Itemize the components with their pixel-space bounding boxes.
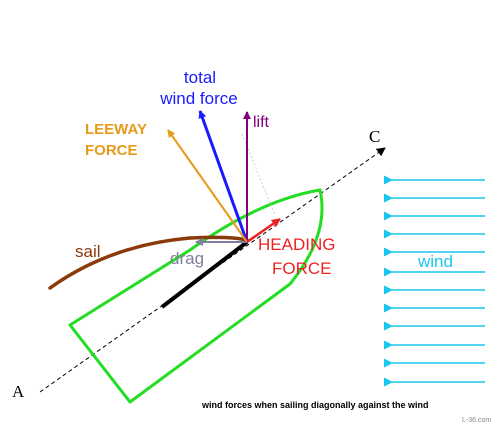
boat-hull [68, 188, 324, 404]
leeway-force-label-2: FORCE [85, 142, 138, 159]
force-projection-line [241, 133, 276, 216]
total-wind-force-arrow [198, 110, 249, 243]
leeway-force-label: LEEWAY [85, 121, 147, 138]
caption: wind forces when sailing diagonally agai… [201, 400, 429, 410]
heading-force-label: HEADING [258, 235, 335, 254]
point-a-label: A [12, 382, 25, 401]
sail-curve [48, 235, 249, 290]
boom-line [160, 240, 249, 309]
watermark: L-36.com [462, 417, 491, 424]
heading-force-label-2: FORCE [272, 259, 332, 278]
sail-label: sail [75, 242, 101, 261]
leeway-force-arrow [167, 129, 248, 243]
lift-label: lift [253, 114, 270, 131]
heading-force-arrow [246, 217, 281, 244]
wind-label: wind [417, 252, 453, 271]
wind-arrows [384, 175, 485, 387]
total-wind-force-label-2: wind force [159, 89, 237, 108]
total-wind-force-label: total [184, 68, 216, 87]
point-c-label: C [369, 127, 380, 146]
drag-label: drag [170, 249, 204, 268]
